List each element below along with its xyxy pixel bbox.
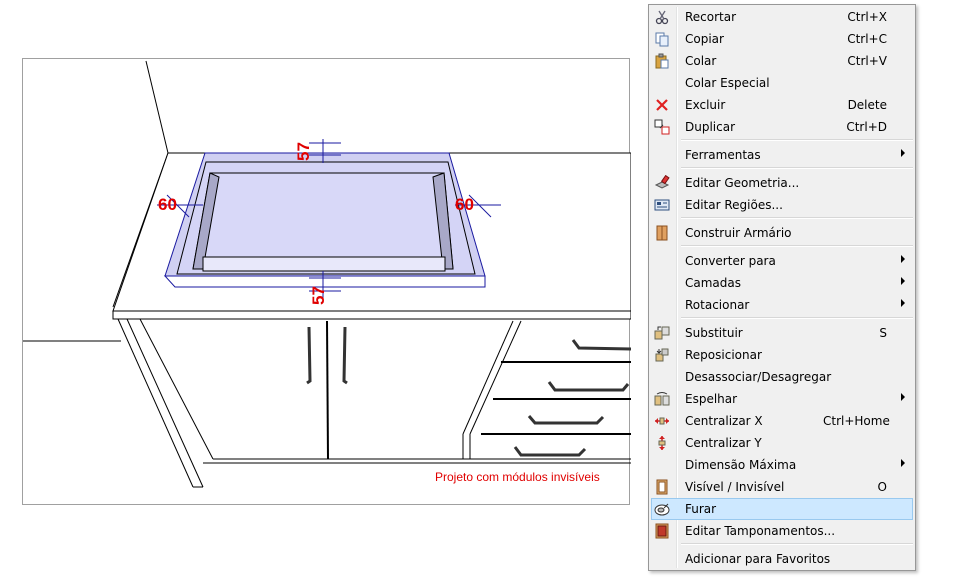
menu-item-shortcut: Ctrl+C: [847, 32, 887, 46]
menu-item-label: Converter para: [685, 254, 776, 268]
kitchen-render[interactable]: 57 57 60 60: [23, 59, 631, 506]
menu-item-label: Colar: [685, 54, 717, 68]
menu-item-shortcut: S: [879, 326, 887, 340]
dimension-bottom: 57: [309, 286, 328, 305]
submenu-arrow-icon: [901, 149, 905, 157]
drill-icon: [654, 501, 670, 517]
submenu-arrow-icon: [901, 459, 905, 467]
menu-item-label: Reposicionar: [685, 348, 762, 362]
submenu-arrow-icon: [901, 255, 905, 263]
menu-item-label: Camadas: [685, 276, 741, 290]
menu-separator: [681, 139, 913, 141]
menu-item-label: Furar: [685, 502, 717, 516]
menu-item-colar[interactable]: Colar Ctrl+V: [651, 50, 913, 72]
menu-item-colar-especial[interactable]: Colar Especial: [651, 72, 913, 94]
mirror-icon: [654, 391, 670, 407]
menu-item-desassociar-desagregar[interactable]: Desassociar/Desagregar: [651, 366, 913, 388]
menu-item-label: Construir Armário: [685, 226, 792, 240]
delete-icon: [654, 97, 670, 113]
menu-separator: [681, 217, 913, 219]
center-y-icon: [654, 435, 670, 451]
menu-item-converter-para[interactable]: Converter para: [651, 250, 913, 272]
menu-item-ferramentas[interactable]: Ferramentas: [651, 144, 913, 166]
menu-item-visivel-invisivel[interactable]: Visível / Invisível O: [651, 476, 913, 498]
menu-item-label: Substituir: [685, 326, 743, 340]
menu-separator: [681, 167, 913, 169]
submenu-arrow-icon: [901, 393, 905, 401]
menu-item-centralizar-x[interactable]: Centralizar X Ctrl+Home: [651, 410, 913, 432]
menu-item-label: Copiar: [685, 32, 724, 46]
edit-cover-icon: [654, 523, 670, 539]
menu-item-label: Rotacionar: [685, 298, 750, 312]
menu-item-centralizar-y[interactable]: Centralizar Y: [651, 432, 913, 454]
menu-separator: [681, 245, 913, 247]
submenu-arrow-icon: [901, 299, 905, 307]
scissors-icon: [654, 9, 670, 25]
menu-item-label: Editar Geometria...: [685, 176, 800, 190]
menu-item-label: Desassociar/Desagregar: [685, 370, 832, 384]
center-x-icon: [654, 413, 670, 429]
menu-item-construir-armario[interactable]: Construir Armário: [651, 222, 913, 244]
edit-regions-icon: [654, 197, 670, 213]
menu-item-furar[interactable]: Furar: [651, 498, 913, 520]
visibility-icon: [654, 479, 670, 495]
reposition-icon: [654, 347, 670, 363]
menu-item-recortar[interactable]: Recortar Ctrl+X: [651, 6, 913, 28]
design-viewport[interactable]: 57 57 60 60 Projeto com módulos invisíve…: [22, 58, 631, 506]
menu-item-espelhar[interactable]: Espelhar: [651, 388, 913, 410]
menu-item-label: Centralizar Y: [685, 436, 762, 450]
menu-item-label: Recortar: [685, 10, 737, 24]
menu-item-copiar[interactable]: Copiar Ctrl+C: [651, 28, 913, 50]
menu-item-excluir[interactable]: Excluir Delete: [651, 94, 913, 116]
menu-item-label: Visível / Invisível: [685, 480, 785, 494]
menu-item-shortcut: Ctrl+X: [847, 10, 887, 24]
menu-item-rotacionar[interactable]: Rotacionar: [651, 294, 913, 316]
duplicate-icon: [654, 119, 670, 135]
menu-item-label: Excluir: [685, 98, 726, 112]
menu-item-label: Ferramentas: [685, 148, 761, 162]
submenu-arrow-icon: [901, 277, 905, 285]
menu-item-label: Centralizar X: [685, 414, 763, 428]
replace-icon: [654, 325, 670, 341]
menu-item-shortcut: Ctrl+V: [847, 54, 887, 68]
menu-item-substituir[interactable]: Substituir S: [651, 322, 913, 344]
menu-separator: [681, 317, 913, 319]
paste-icon: [654, 53, 670, 69]
copy-icon: [654, 31, 670, 47]
menu-item-label: Duplicar: [685, 120, 736, 134]
menu-item-duplicar[interactable]: Duplicar Ctrl+D: [651, 116, 913, 138]
menu-item-label: Editar Regiões...: [685, 198, 783, 212]
menu-item-adicionar-para-favoritos[interactable]: Adicionar para Favoritos: [651, 548, 913, 570]
menu-separator: [681, 543, 913, 545]
dimension-top: 57: [294, 142, 313, 161]
menu-item-camadas[interactable]: Camadas: [651, 272, 913, 294]
menu-item-editar-tamponamentos[interactable]: Editar Tamponamentos...: [651, 520, 913, 542]
menu-item-reposicionar[interactable]: Reposicionar: [651, 344, 913, 366]
menu-item-editar-geometria[interactable]: Editar Geometria...: [651, 172, 913, 194]
menu-item-shortcut: Delete: [847, 98, 887, 112]
menu-item-dimensao-maxima[interactable]: Dimensão Máxima: [651, 454, 913, 476]
menu-item-label: Editar Tamponamentos...: [685, 524, 836, 538]
edit-geometry-icon: [654, 174, 670, 191]
menu-item-shortcut: Ctrl+Home: [823, 414, 890, 428]
menu-icon-gutter: [676, 7, 678, 568]
dimension-left: 60: [158, 195, 177, 214]
menu-item-shortcut: Ctrl+D: [846, 120, 887, 134]
menu-item-shortcut: O: [877, 480, 887, 494]
menu-item-label: Espelhar: [685, 392, 738, 406]
menu-item-label: Colar Especial: [685, 76, 770, 90]
menu-item-editar-regioes[interactable]: Editar Regiões...: [651, 194, 913, 216]
invisible-modules-note: Projeto com módulos invisíveis: [435, 470, 600, 484]
menu-item-label: Adicionar para Favoritos: [685, 552, 831, 566]
menu-item-label: Dimensão Máxima: [685, 458, 797, 472]
dimension-right: 60: [455, 195, 474, 214]
build-cabinet-icon: [654, 225, 670, 241]
